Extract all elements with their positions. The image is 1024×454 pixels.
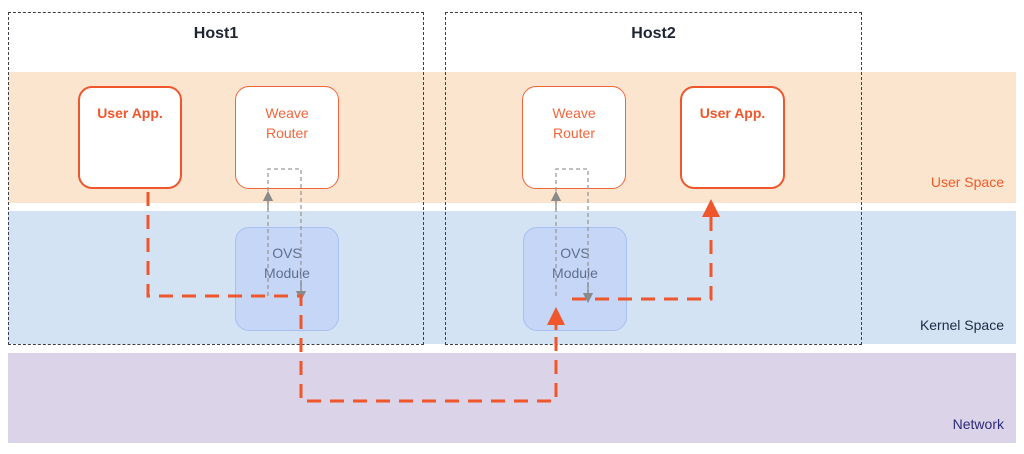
- host1-weave-router-box: Weave Router: [235, 86, 339, 189]
- host1-title: Host1: [193, 25, 239, 42]
- host2-ovs-module-label: OVS Module: [552, 245, 598, 281]
- host2-weave-router-label: Weave Router: [552, 105, 596, 141]
- network-label: Network: [952, 416, 1004, 432]
- host1-ovs-module-label: OVS Module: [264, 245, 310, 281]
- host2-user-app-box: User App.: [680, 86, 785, 189]
- host2-user-app-label: User App.: [699, 105, 766, 121]
- host2-weave-router-box: Weave Router: [522, 86, 626, 189]
- host1-ovs-module-box: OVS Module: [235, 227, 339, 331]
- user-space-label: User Space: [930, 174, 1004, 190]
- host1-frame: Host1: [8, 12, 424, 345]
- network-band: [8, 353, 1016, 443]
- host2-ovs-module-box: OVS Module: [523, 227, 627, 331]
- host2-frame: Host2: [445, 12, 862, 345]
- kernel-space-label: Kernel Space: [919, 317, 1004, 333]
- host1-user-app-box: User App.: [78, 86, 182, 189]
- host2-title: Host2: [631, 25, 676, 42]
- host1-weave-router-label: Weave Router: [265, 105, 309, 141]
- host1-user-app-label: User App.: [97, 105, 163, 121]
